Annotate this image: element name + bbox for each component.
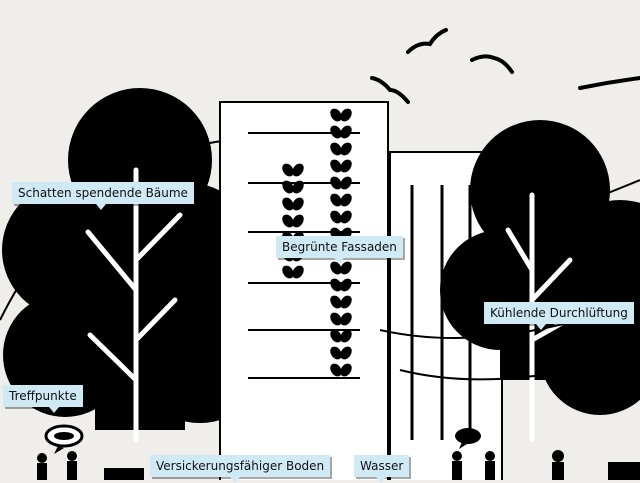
leaf-icon xyxy=(330,176,342,190)
leaf-icon xyxy=(330,295,342,309)
leaf-icon xyxy=(292,180,304,194)
label-meeting-points: Treffpunkte xyxy=(3,385,83,413)
leaf-icon xyxy=(330,108,342,122)
leaf-icon xyxy=(292,214,304,228)
leaf-icon xyxy=(340,159,352,173)
leaf-icon xyxy=(330,193,342,207)
building-tall-icon xyxy=(219,101,389,480)
leaf-icon xyxy=(330,278,342,292)
leaf-icon xyxy=(330,142,342,156)
leaf-icon xyxy=(340,278,352,292)
leaf-icon xyxy=(292,163,304,177)
leaf-icon xyxy=(340,261,352,275)
leaf-icon xyxy=(340,312,352,326)
label-shade-trees: Schatten spendende Bäume xyxy=(12,182,194,210)
leaf-icon xyxy=(330,125,342,139)
leaf-icon xyxy=(340,142,352,156)
leaf-icon xyxy=(340,329,352,343)
leaf-icon xyxy=(340,295,352,309)
leaf-icon xyxy=(340,176,352,190)
leaf-icon xyxy=(340,346,352,360)
person-icon xyxy=(37,450,564,480)
leaf-icon xyxy=(330,210,342,224)
speech-bubble-icon xyxy=(44,424,481,454)
leaf-icon xyxy=(292,197,304,211)
bird-icon xyxy=(370,28,640,104)
leaf-icon xyxy=(330,159,342,173)
tree-right-icon xyxy=(440,120,640,443)
leaf-icon xyxy=(292,265,304,279)
leaf-icon xyxy=(340,108,352,122)
leaf-icon xyxy=(282,265,294,279)
leaf-icon xyxy=(330,329,342,343)
leaf-icon xyxy=(282,214,294,228)
bench-icon xyxy=(104,462,640,480)
leaf-icon xyxy=(282,163,294,177)
leaf-icon xyxy=(340,210,352,224)
leaf-icon xyxy=(330,261,342,275)
leaf-icon xyxy=(330,346,342,360)
leaf-icon xyxy=(282,180,294,194)
leaf-icon xyxy=(282,197,294,211)
leaf-icon xyxy=(340,125,352,139)
label-water: Wasser xyxy=(354,455,410,483)
leaf-icon xyxy=(340,363,352,377)
label-cooling-ventilation: Kühlende Durchlüftung xyxy=(484,302,634,330)
leaf-icon xyxy=(340,193,352,207)
leaf-icon xyxy=(330,312,342,326)
leaf-icon xyxy=(330,363,342,377)
label-green-facades: Begrünte Fassaden xyxy=(276,236,403,264)
label-permeable-soil: Versickerungsfähiger Boden xyxy=(150,455,331,483)
